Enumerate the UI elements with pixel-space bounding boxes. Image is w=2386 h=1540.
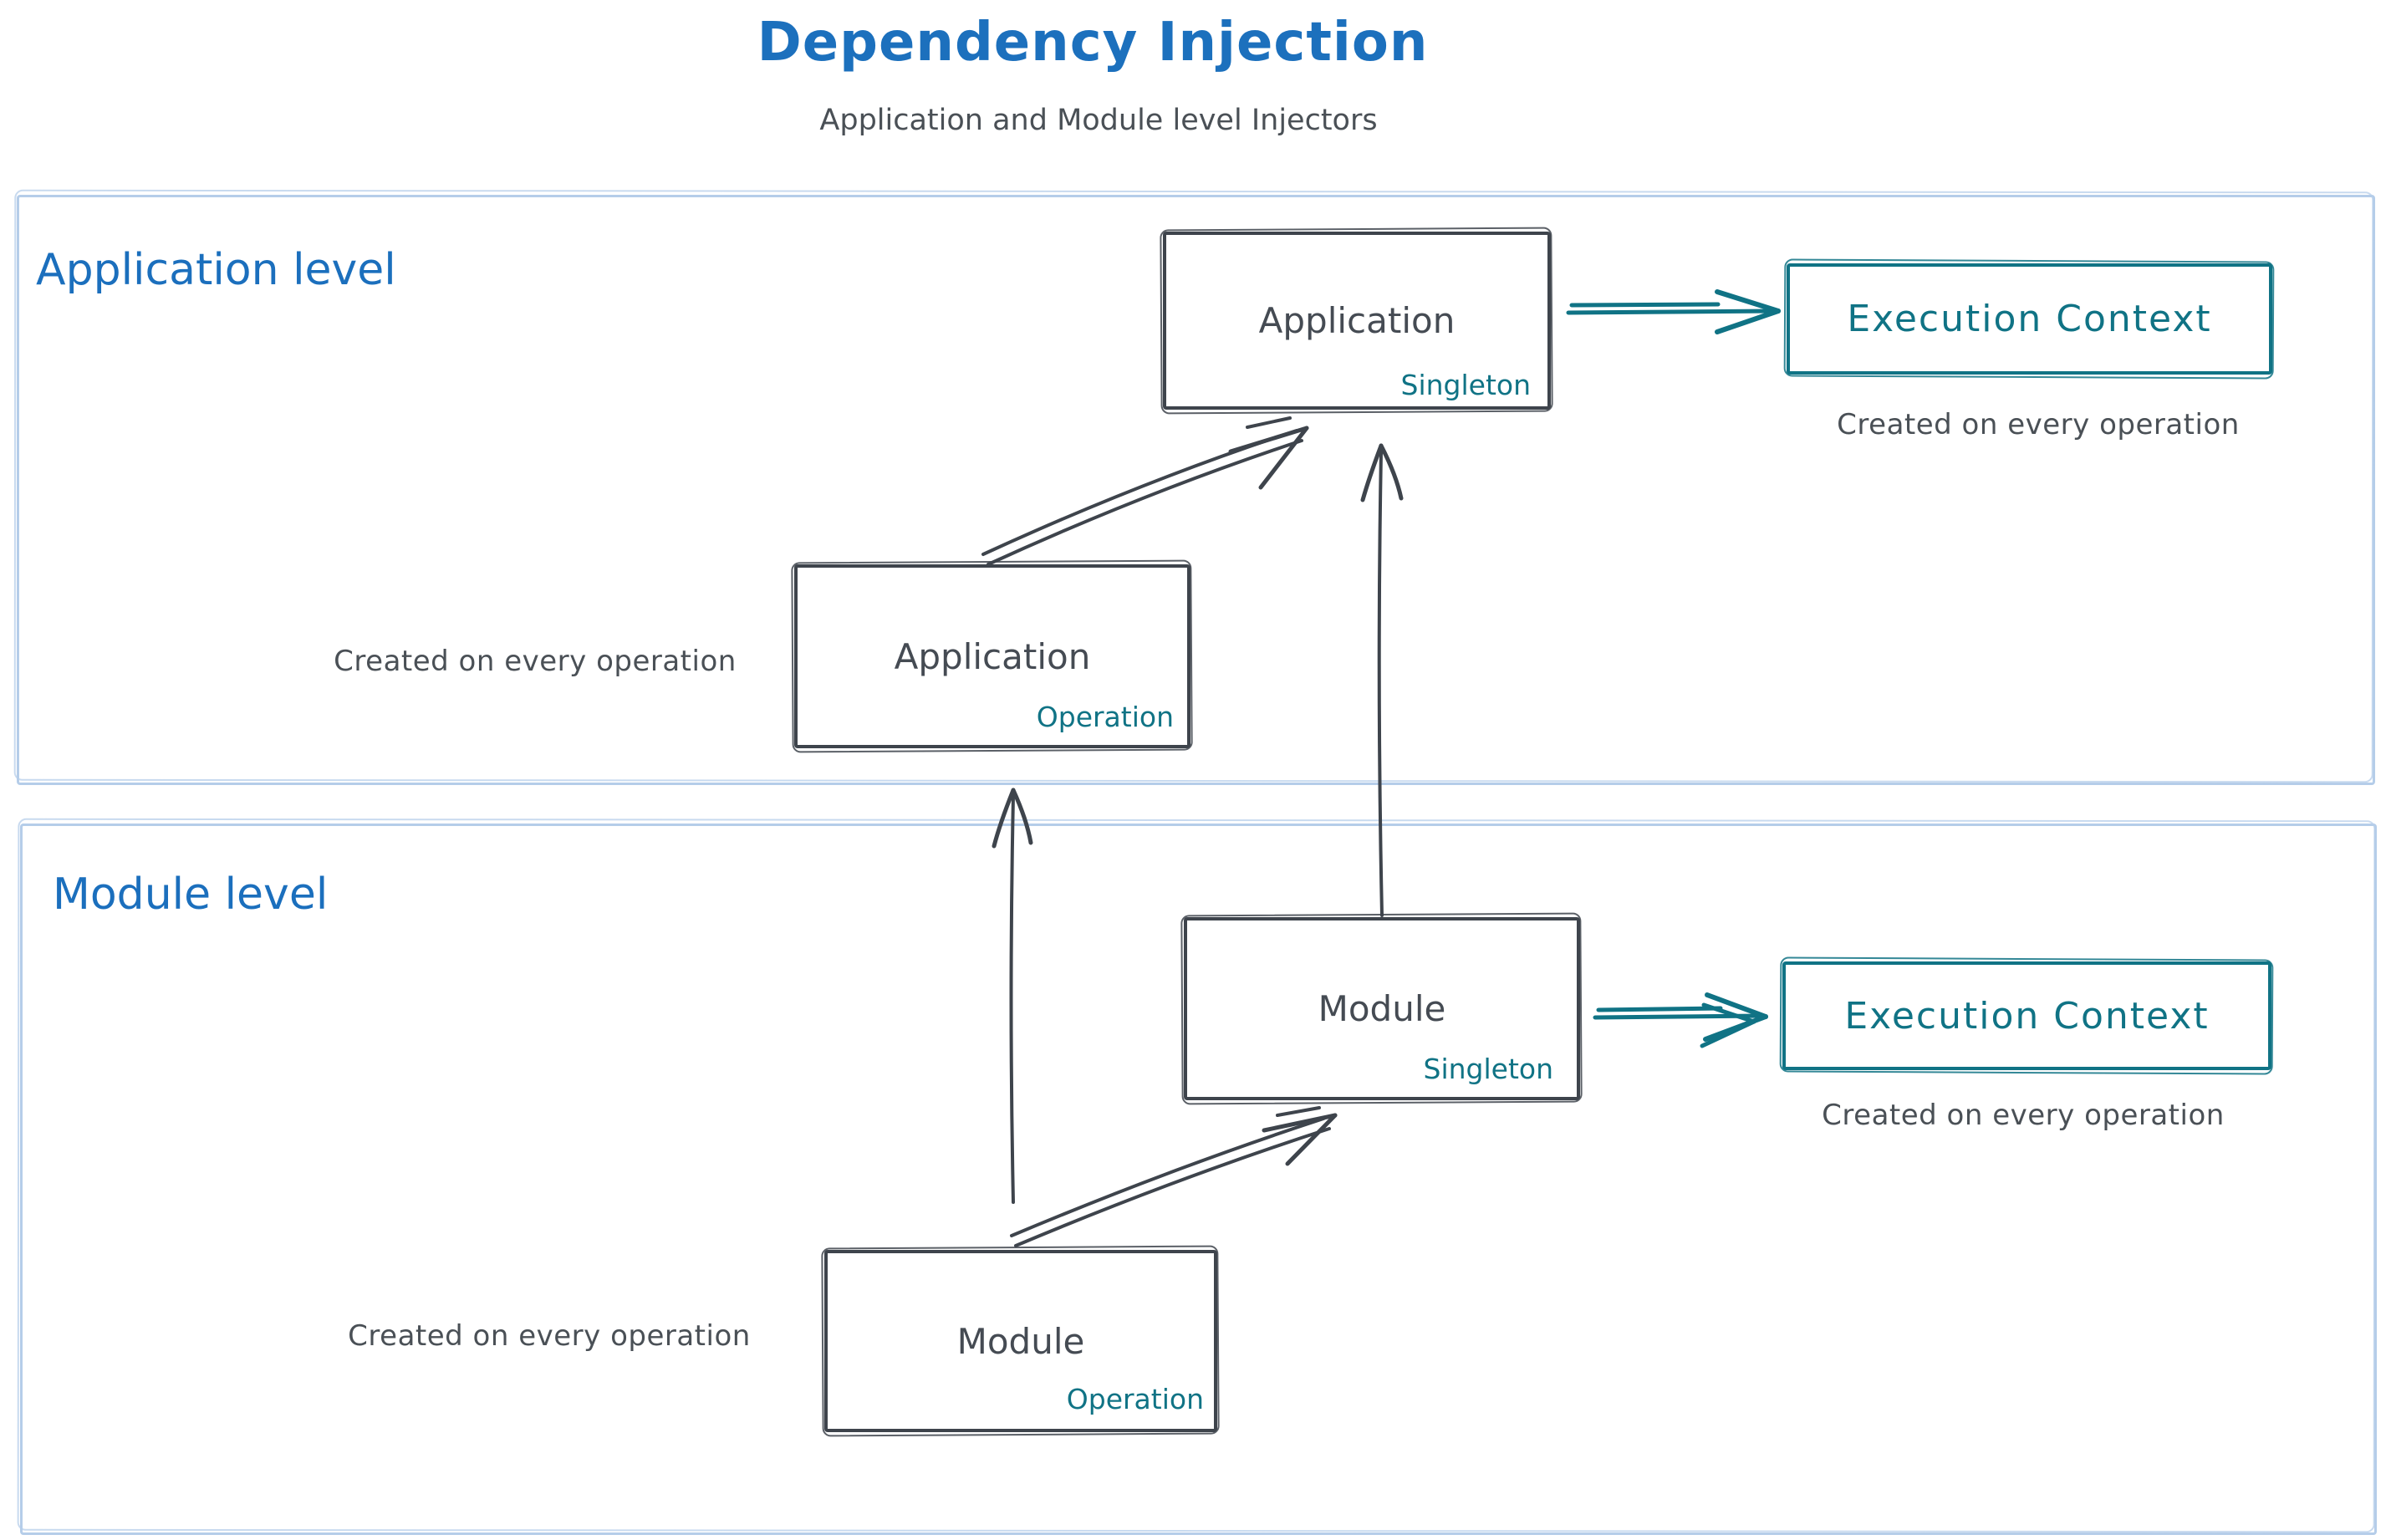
module-operation-label: Module	[956, 1320, 1085, 1362]
caption-module-right: Created on every operation	[1822, 1099, 2225, 1132]
execution-context-app-label: Execution Context	[1847, 298, 2212, 340]
app-singleton-label: Application	[1258, 300, 1456, 341]
execution-context-module-box: Execution Context	[1782, 961, 2271, 1070]
caption-module-left: Created on every operation	[348, 1319, 751, 1353]
app-operation-sublabel: Operation	[1036, 701, 1174, 733]
module-singleton-label: Module	[1318, 988, 1446, 1029]
app-singleton-box: Application Singleton	[1163, 232, 1551, 410]
application-level-label: Application level	[36, 245, 396, 295]
module-singleton-box: Module Singleton	[1184, 917, 1580, 1100]
page-title: Dependency Injection	[757, 12, 1429, 74]
application-level-container	[17, 195, 2375, 785]
app-operation-label: Application	[894, 635, 1091, 677]
module-level-container	[20, 824, 2377, 1535]
module-operation-sublabel: Operation	[1066, 1383, 1204, 1415]
module-singleton-sublabel: Singleton	[1423, 1053, 1554, 1085]
execution-context-app-box: Execution Context	[1787, 263, 2272, 375]
module-level-label: Module level	[53, 869, 329, 920]
module-operation-box: Module Operation	[824, 1250, 1217, 1432]
app-operation-box: Application Operation	[794, 564, 1190, 748]
page-subtitle: Application and Module level Injectors	[819, 104, 1378, 137]
caption-app-left: Created on every operation	[334, 645, 737, 678]
caption-app-right: Created on every operation	[1837, 408, 2240, 441]
execution-context-module-label: Execution Context	[1844, 994, 2210, 1038]
app-singleton-sublabel: Singleton	[1400, 369, 1532, 401]
